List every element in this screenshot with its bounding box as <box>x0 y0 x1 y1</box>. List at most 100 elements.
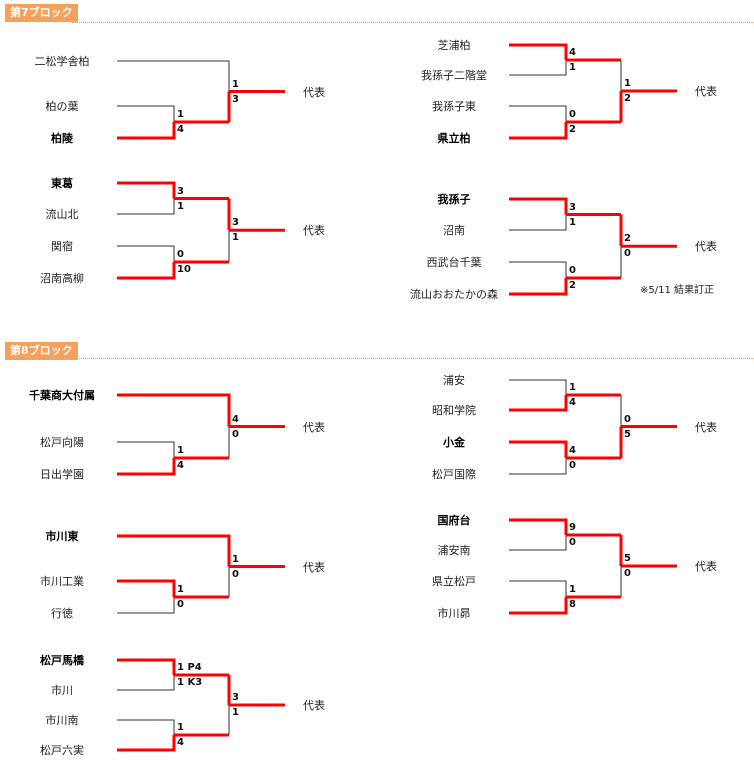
team-name: 松戸六実 <box>40 744 84 757</box>
score: 0 <box>624 248 631 260</box>
team-name: 我孫子二階堂 <box>421 69 487 82</box>
team-line <box>509 261 567 278</box>
score: 4 <box>232 413 239 425</box>
team-line <box>509 395 568 412</box>
score: 0 <box>177 249 184 260</box>
team-name: 県立柏 <box>437 132 471 145</box>
team-line <box>509 122 568 140</box>
team-name: 行徳 <box>51 607 73 620</box>
score: 1 <box>624 78 631 89</box>
block-7-header: 第7ブロック <box>5 4 78 22</box>
representative-label: 代表 <box>303 560 325 574</box>
score: 1 <box>177 722 184 733</box>
team-line <box>509 379 567 395</box>
score: 4 <box>177 460 184 471</box>
team-line <box>117 675 175 691</box>
divider <box>72 22 754 23</box>
team-line <box>117 60 230 92</box>
team-name: 市川昴 <box>437 607 471 620</box>
team-name: 松戸馬橋 <box>40 654 84 667</box>
team-name: 芝浦柏 <box>437 39 471 52</box>
score: 8 <box>569 599 576 610</box>
score: 1 <box>177 109 184 120</box>
team-name: 我孫子東 <box>432 100 476 113</box>
team-name: 東葛 <box>51 177 73 190</box>
team-line <box>117 181 176 199</box>
team-name: 松戸国際 <box>432 468 476 481</box>
score: 1 <box>177 200 184 212</box>
team-name: 千葉商大付属 <box>29 389 95 402</box>
team-line <box>509 197 568 215</box>
score: 10 <box>177 264 191 275</box>
team-line <box>117 534 231 567</box>
score: 0 <box>232 428 239 440</box>
representative-label: 代表 <box>303 224 325 238</box>
team-line <box>117 262 176 280</box>
team-line <box>509 440 568 458</box>
score: 4 <box>569 445 576 456</box>
team-name: 小金 <box>443 436 465 449</box>
score: 3 <box>569 201 576 213</box>
representative-label: 代表 <box>303 699 325 712</box>
team-name: 二松学舎柏 <box>34 55 90 68</box>
score: 3 <box>232 217 239 229</box>
team-name: 浦安 <box>443 374 465 387</box>
score: 0 <box>624 413 631 425</box>
team-line <box>509 278 568 296</box>
team-name: 沼南 <box>443 224 465 237</box>
team-line <box>509 458 567 475</box>
team-name: 関宿 <box>51 240 73 253</box>
score: 1 K3 <box>177 677 203 688</box>
team-name: 柏陵 <box>51 132 73 145</box>
team-name: 流山おおたかの森 <box>410 288 498 301</box>
team-name: 柏の葉 <box>45 100 79 113</box>
score: 4 <box>569 397 576 408</box>
score: 3 <box>232 692 239 703</box>
team-name: 市川南 <box>45 714 79 727</box>
representative-label: 代表 <box>695 85 717 98</box>
score: 2 <box>569 280 576 291</box>
block-8-header: 第8ブロック <box>5 342 78 360</box>
score: 1 <box>232 553 239 565</box>
score: 1 <box>177 584 184 595</box>
score: 1 <box>569 382 576 393</box>
team-line <box>117 105 175 122</box>
score: 0 <box>569 537 576 548</box>
team-line <box>509 518 568 535</box>
team-name: 西武台千葉 <box>426 256 482 269</box>
team-name: 松戸向陽 <box>40 436 84 449</box>
team-line <box>117 719 175 735</box>
team-line <box>117 198 175 215</box>
team-name: 県立松戸 <box>432 575 476 588</box>
team-line <box>509 597 568 615</box>
team-line <box>117 441 175 458</box>
score: 4 <box>569 47 576 58</box>
score: 0 <box>624 568 631 579</box>
score: 1 <box>177 445 184 456</box>
score: 0 <box>569 460 576 471</box>
score: 0 <box>177 599 184 610</box>
team-name: 我孫子 <box>437 193 471 206</box>
team-line <box>117 735 176 752</box>
team-line <box>117 597 175 614</box>
team-line <box>117 122 176 140</box>
team-name: 日出学園 <box>40 468 84 481</box>
score: 2 <box>624 233 631 245</box>
score: 3 <box>232 93 239 105</box>
team-line <box>117 458 176 476</box>
score: 1 <box>569 216 576 228</box>
team-name: 国府台 <box>437 514 471 527</box>
team-name: 市川工業 <box>40 575 84 588</box>
divider <box>72 358 754 359</box>
representative-label: 代表 <box>695 420 717 434</box>
score: 2 <box>569 124 576 135</box>
score: 1 <box>232 232 239 244</box>
team-name: 沼南高柳 <box>40 272 84 285</box>
team-line <box>117 658 176 675</box>
score: 5 <box>624 553 631 564</box>
score: 0 <box>232 568 239 580</box>
score: 3 <box>177 185 184 197</box>
score: 1 <box>232 78 239 90</box>
